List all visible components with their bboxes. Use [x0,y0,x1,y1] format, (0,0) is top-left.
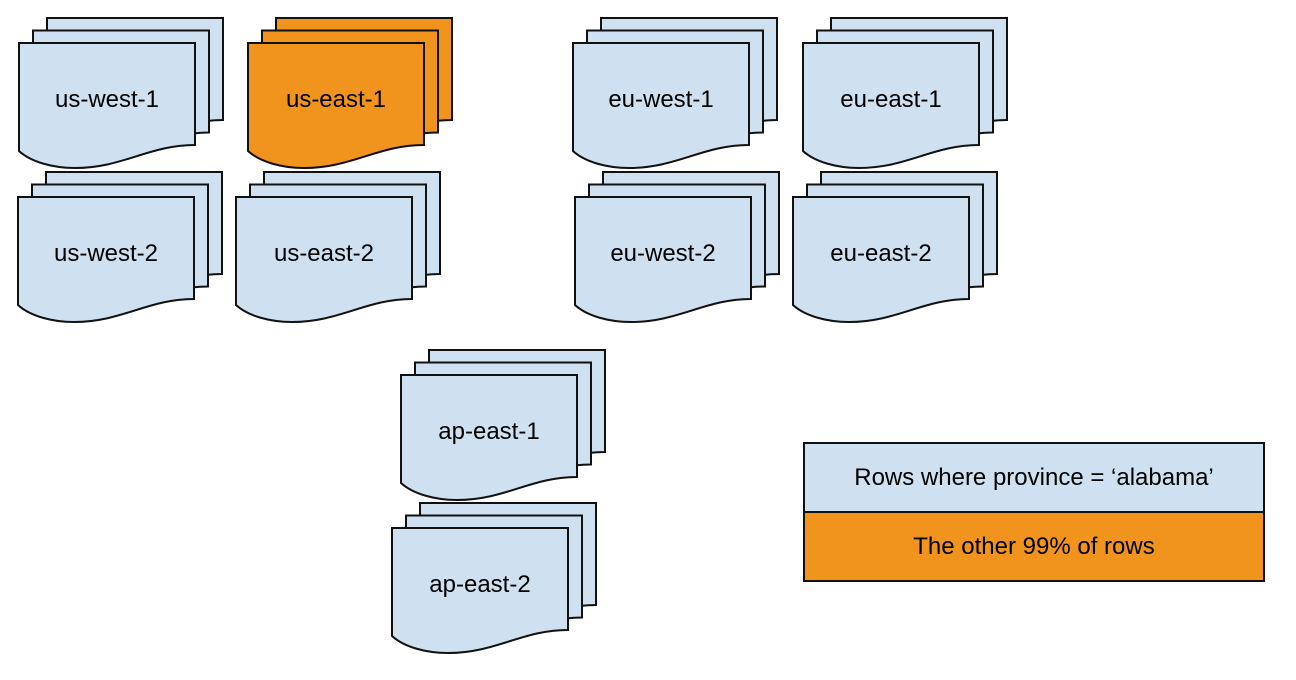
legend-box: Rows where province = ‘alabama’ The othe… [803,442,1265,582]
region-label-eu-west-2: eu-west-2 [610,240,716,267]
region-label-ap-east-1: ap-east-1 [438,418,540,445]
region-label-us-west-2: us-west-2 [53,240,159,267]
region-stack-ap-east-2: ap-east-2 [390,502,598,658]
region-label-us-east-1: us-east-1 [285,86,387,113]
region-label-ap-east-2: ap-east-2 [429,571,531,598]
legend-item-other-rows: The other 99% of rows [805,511,1263,580]
legend-item-alabama-rows: Rows where province = ‘alabama’ [805,444,1263,511]
region-stack-ap-east-1: ap-east-1 [399,349,607,505]
region-stack-us-east-1: us-east-1 [246,17,454,173]
region-stack-eu-east-2: eu-east-2 [791,171,999,327]
region-stack-eu-west-2: eu-west-2 [573,171,781,327]
region-stack-us-east-2: us-east-2 [234,171,442,327]
region-label-us-west-1: us-west-1 [54,86,160,113]
region-stack-us-west-2: us-west-2 [16,171,224,327]
region-stack-eu-east-1: eu-east-1 [801,17,1009,173]
region-stack-us-west-1: us-west-1 [17,17,225,173]
region-label-eu-west-1: eu-west-1 [608,86,714,113]
region-label-us-east-2: us-east-2 [273,240,375,267]
region-label-eu-east-2: eu-east-2 [830,240,932,267]
region-stack-eu-west-1: eu-west-1 [571,17,779,173]
region-label-eu-east-1: eu-east-1 [840,86,942,113]
